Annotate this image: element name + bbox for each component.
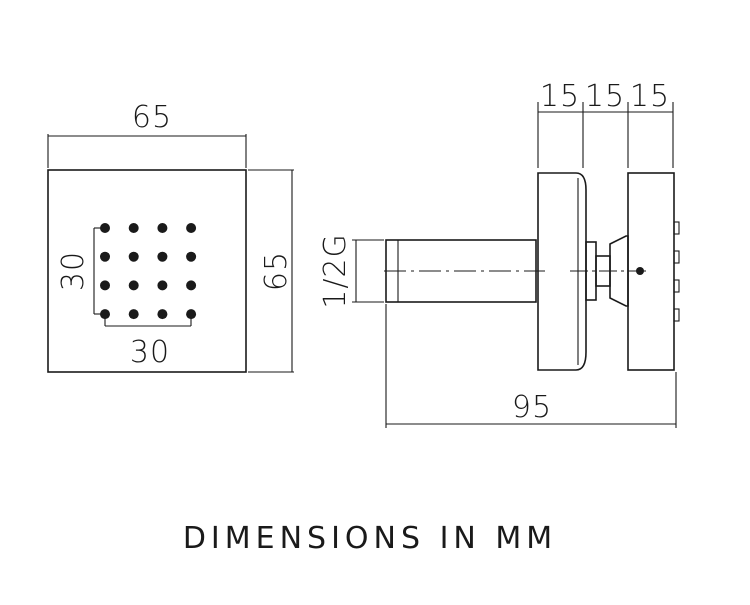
nozzle-dot [100, 309, 110, 320]
front-plate-outline [47, 169, 247, 373]
nozzle-vertical-label: 30 [56, 251, 91, 291]
height-label: 65 [259, 251, 294, 291]
side-nozzle [673, 308, 680, 322]
nozzle-dot [100, 280, 110, 291]
front-view: 65 65 30 30 [47, 100, 294, 373]
nozzle-grid [100, 223, 197, 320]
nozzle-dot [157, 309, 168, 320]
nozzle-dot [186, 223, 197, 233]
caption: DIMENSIONS IN MM [183, 521, 557, 556]
segment-label-1: 15 [540, 79, 580, 114]
segment-label-2: 15 [585, 79, 625, 114]
total-length-label: 95 [512, 390, 552, 425]
nozzle-dot [100, 223, 110, 233]
nozzle-dot [157, 251, 168, 262]
width-label: 65 [132, 100, 172, 135]
wall-flange [537, 172, 587, 371]
segment-label-3: 15 [630, 79, 670, 114]
nozzle-dot [157, 280, 168, 291]
side-nozzle [673, 250, 680, 264]
center-point [636, 267, 644, 275]
nozzle-dot [128, 280, 139, 291]
nozzle-dot [128, 251, 139, 262]
nozzle-dot [128, 309, 139, 320]
nozzle-dot [157, 223, 168, 233]
nozzle-horizontal-label: 30 [130, 335, 170, 370]
side-nozzle [673, 279, 680, 293]
thread-label: 1/2G [318, 233, 353, 309]
nozzle-dot [186, 251, 197, 262]
nozzle-dot [186, 280, 197, 291]
nozzle-dot [100, 251, 110, 262]
nozzle-dot [186, 309, 197, 320]
shower-head-body [627, 172, 675, 371]
side-view: 15 15 15 1/2G 95 [318, 79, 680, 428]
side-nozzles [673, 221, 680, 322]
side-nozzle [673, 221, 680, 235]
nozzle-dot [128, 223, 139, 233]
